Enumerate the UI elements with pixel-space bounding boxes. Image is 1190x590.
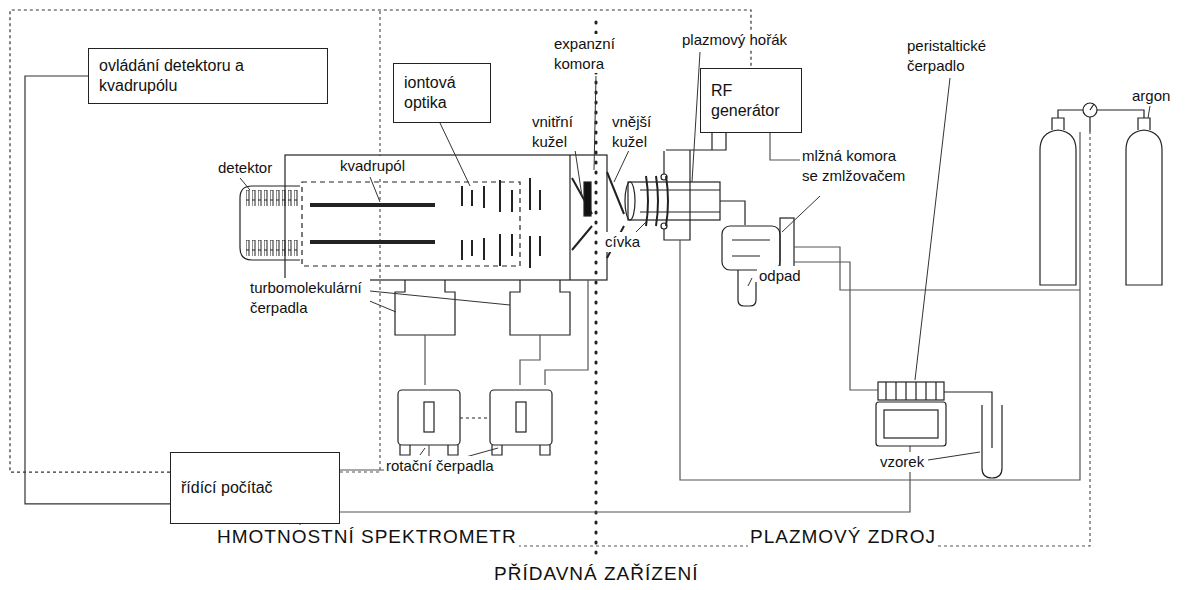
signal-wire	[10, 10, 751, 472]
box-text: RF generátor	[711, 81, 791, 121]
box-text: řídící počítač	[181, 478, 273, 498]
part-label: odpad	[757, 266, 803, 286]
section-label: HMOTNOSTNÍ SPEKTROMETR	[215, 525, 519, 550]
part-label: plazmový hořák	[680, 30, 789, 50]
control-box: RF generátor	[700, 68, 802, 133]
section-label: PLAZMOVÝ ZDROJ	[748, 525, 938, 550]
part-label: argon	[1130, 86, 1172, 106]
signal-wire	[25, 76, 170, 504]
part-label: vnitřní kužel	[530, 112, 590, 151]
part-label: mlžná komora se zmlžovačem	[800, 146, 916, 185]
control-box: iontová optika	[393, 63, 491, 123]
box-text: iontová optika	[404, 73, 480, 113]
section-label: PŘÍDAVNÁ ZAŘÍZENÍ	[492, 562, 701, 587]
part-label: expanzní komora	[552, 34, 632, 73]
part-label: kvadrupól	[338, 156, 407, 176]
part-label: vzorek	[878, 452, 926, 472]
part-label: turbomolekulární čerpadla	[248, 278, 370, 317]
part-label: vnější kužel	[610, 112, 666, 151]
control-box: řídící počítač	[170, 452, 340, 524]
part-label: peristaltické čerpadlo	[905, 36, 1013, 75]
part-label: rotační čerpadla	[384, 456, 496, 476]
part-label: detektor	[216, 158, 274, 178]
control-box: ovládání detektoru a kvadrupólu	[88, 48, 328, 104]
box-text: ovládání detektoru a kvadrupólu	[99, 56, 264, 96]
part-label: cívka	[603, 232, 642, 252]
